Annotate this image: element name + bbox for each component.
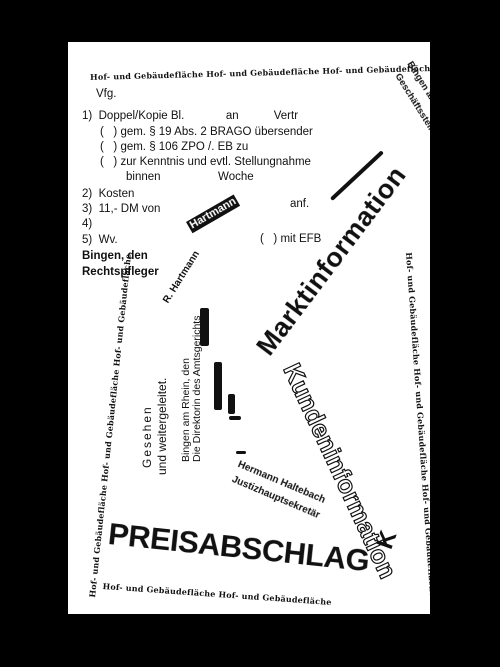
forwarded-stamp: und weitergeleitet.: [155, 377, 169, 475]
border-stamp-bottom: Hof- und Gebäudefläche Hof- und Gebäudef…: [102, 581, 332, 607]
seen-stamp: Gesehen: [140, 405, 154, 468]
form-line-1b: ( ) gem. § 106 ZPO /. EB zu: [100, 141, 249, 153]
court-place-stamp: Bingen am Rhein, den: [180, 358, 192, 462]
preisabschlag-stamp: PREISABSCHLAG: [106, 516, 371, 579]
border-stamp-right: Hof- und Gebäudefläche Hof- und Gebäudef…: [404, 251, 430, 598]
form-role: Rechtspfleger: [82, 266, 159, 278]
form-line-1c: ( ) zur Kenntnis und evtl. Stellungnahme: [100, 156, 311, 168]
markt-information-stamp: Marktinformation: [250, 160, 412, 361]
document-page: Hof- und Gebäudefläche Hof- und Gebäudef…: [68, 42, 430, 614]
signer-stamp: R. Hartmann: [161, 249, 202, 306]
form-line-5: 5) Wv.: [82, 234, 118, 246]
ink-smudge: [214, 362, 222, 410]
ink-smudge: [228, 394, 235, 414]
form-line-3-suffix: anf.: [290, 198, 310, 210]
form-line-2: 2) Kosten: [82, 188, 135, 200]
form-line-5-suffix: ( ) mit EFB: [260, 233, 322, 245]
border-stamp-top: Hof- und Gebäudefläche Hof- und Gebäudef…: [89, 62, 430, 82]
form-line-1: 1) Doppel/Kopie Bl. an Vertr: [82, 110, 299, 122]
form-vfg: Vfg.: [96, 88, 117, 100]
form-line-4: 4): [82, 218, 93, 230]
name-stamp-small: Hartmann: [186, 194, 241, 234]
ink-smudge: [200, 308, 209, 346]
form-place-date: Bingen, den: [82, 250, 148, 262]
ink-smudge: [229, 416, 241, 420]
form-line-1d: binnen Woche: [126, 171, 254, 183]
ink-smudge: [236, 451, 246, 454]
form-line-3: 3) 11,- DM von: [82, 203, 161, 215]
form-line-1a: ( ) gem. § 19 Abs. 2 BRAGO übersender: [100, 126, 313, 138]
